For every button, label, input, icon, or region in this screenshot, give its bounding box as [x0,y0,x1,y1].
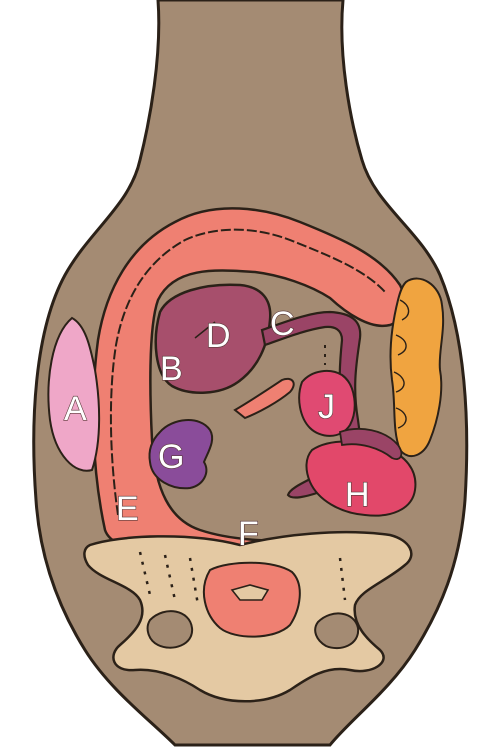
label-c: C [270,305,295,343]
label-d: D [206,317,231,355]
label-a: A [64,390,87,428]
pelvis-obturator-right [315,613,358,648]
label-b: B [160,350,183,388]
pelvis-obturator-left [148,611,193,648]
label-e: E [116,490,139,528]
label-j: J [318,388,335,426]
label-g: G [158,438,184,476]
label-h: H [345,476,370,514]
label-f: F [238,515,259,553]
